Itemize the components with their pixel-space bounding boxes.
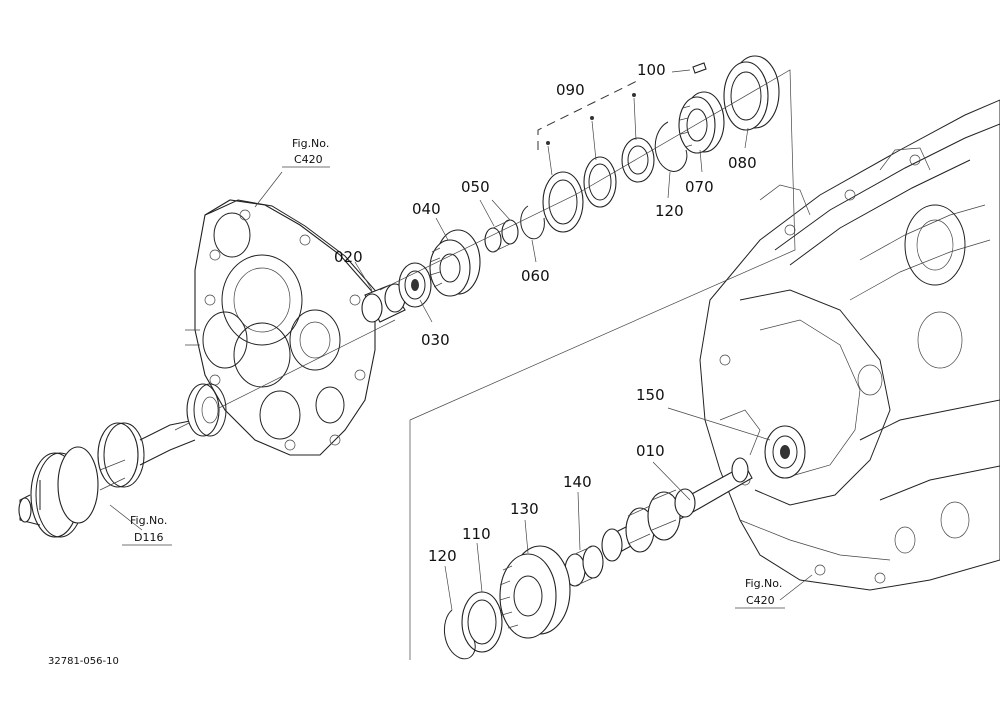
callout-150[interactable]: 150 (636, 386, 665, 404)
callout-130[interactable]: 130 (510, 500, 539, 518)
fig-ref-label: Fig.No. (130, 514, 167, 527)
lower-shaft-assembly (443, 425, 806, 660)
assembly-outline (379, 69, 796, 660)
fig-ref-label: Fig.No. (745, 577, 782, 590)
fig-ref-number: C420 (294, 153, 323, 166)
callout-labels: 020 030 040 050 060 090 100 070 080 120 … (334, 61, 757, 565)
diagram-code: 32781-056-10 (48, 656, 119, 667)
fig-ref-number: D116 (134, 531, 163, 544)
part-030-ball-bearing[interactable] (398, 262, 432, 308)
transmission-case (699, 99, 1000, 591)
callout-080[interactable]: 080 (728, 154, 757, 172)
fig-ref-number: C420 (746, 594, 775, 607)
callout-120-upper[interactable]: 120 (655, 202, 684, 220)
callout-090[interactable]: 090 (556, 81, 585, 99)
callout-050[interactable]: 050 (461, 178, 490, 196)
intermediate-case-plate (174, 199, 396, 456)
part-020-collar[interactable] (361, 283, 406, 323)
callout-060[interactable]: 060 (521, 267, 550, 285)
part-060-snap-ring[interactable] (520, 205, 545, 240)
callout-100[interactable]: 100 (637, 61, 666, 79)
part-010-main-shaft[interactable] (601, 457, 753, 562)
part-120-snap-ring-lower[interactable] (443, 609, 476, 660)
callout-030[interactable]: 030 (421, 331, 450, 349)
bracket-090 (537, 77, 641, 150)
fig-ref-lower-right[interactable]: Fig.No. C420 (735, 577, 785, 609)
callout-120-lower[interactable]: 120 (428, 547, 457, 565)
countershaft-gear-cluster (18, 383, 227, 538)
upper-shaft-assembly (361, 55, 780, 323)
callout-110[interactable]: 110 (462, 525, 491, 543)
part-150-ball-bearing[interactable] (764, 425, 806, 479)
part-100-key[interactable] (692, 62, 707, 74)
fig-ref-lower-left[interactable]: Fig.No. D116 (122, 514, 172, 546)
part-140-needle-bearing[interactable] (564, 545, 604, 587)
fig-ref-label: Fig.No. (292, 137, 329, 150)
part-040-gear-hub[interactable] (429, 229, 481, 297)
callout-070[interactable]: 070 (685, 178, 714, 196)
part-080-shift-sleeve[interactable] (723, 55, 780, 131)
callout-010[interactable]: 010 (636, 442, 665, 460)
part-070-synchro-hub[interactable] (678, 91, 725, 154)
fig-ref-upper-left[interactable]: Fig.No. C420 (282, 137, 330, 168)
leader-lines (109, 127, 813, 611)
callout-140[interactable]: 140 (563, 473, 592, 491)
part-110-ring[interactable] (461, 591, 503, 653)
part-090-synchro-rings[interactable] (542, 93, 655, 233)
callout-040[interactable]: 040 (412, 200, 441, 218)
part-120-snap-ring-upper[interactable] (654, 121, 688, 172)
part-050-needle-bearing[interactable] (484, 219, 519, 253)
callout-020[interactable]: 020 (334, 248, 363, 266)
part-130-gear[interactable] (499, 545, 571, 639)
